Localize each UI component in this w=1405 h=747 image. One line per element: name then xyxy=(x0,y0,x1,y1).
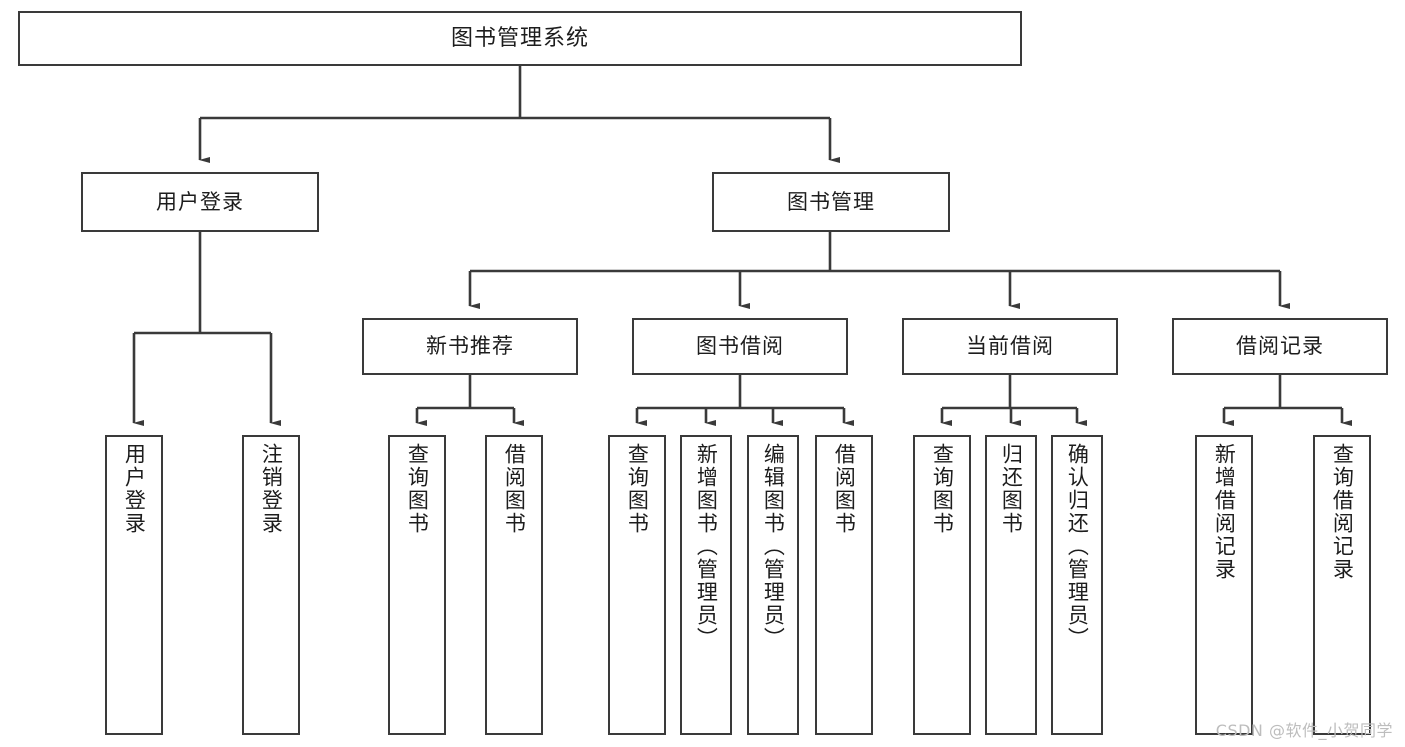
leaf-query-book-borrow[interactable]: 查询图书 xyxy=(608,435,666,735)
leaf-query-book-newbook[interactable]: 查询图书 xyxy=(388,435,446,735)
leaf-borrow-book-label: 借阅图书 xyxy=(832,443,857,535)
leaf-add-borrow-record-label: 新增借阅记录 xyxy=(1212,443,1237,581)
leaf-return-book[interactable]: 归还图书 xyxy=(985,435,1037,735)
node-book-management-label: 图书管理 xyxy=(787,189,875,214)
node-new-book-recommend-label: 新书推荐 xyxy=(426,334,514,359)
node-book-management[interactable]: 图书管理 xyxy=(712,172,950,232)
leaf-edit-book-admin[interactable]: 编辑图书（管理员） xyxy=(747,435,799,735)
node-current-borrow[interactable]: 当前借阅 xyxy=(902,318,1118,375)
node-book-borrow[interactable]: 图书借阅 xyxy=(632,318,848,375)
leaf-query-borrow-record[interactable]: 查询借阅记录 xyxy=(1313,435,1371,735)
leaf-add-book-admin-label: 新增图书（管理员） xyxy=(694,443,719,650)
leaf-edit-book-admin-label: 编辑图书（管理员） xyxy=(761,443,786,650)
leaf-borrow-book[interactable]: 借阅图书 xyxy=(815,435,873,735)
node-book-borrow-label: 图书借阅 xyxy=(696,334,784,359)
node-root-label: 图书管理系统 xyxy=(450,25,589,51)
leaf-user-login-label: 用户登录 xyxy=(122,443,147,535)
node-new-book-recommend[interactable]: 新书推荐 xyxy=(362,318,578,375)
leaf-borrow-book-newbook-label: 借阅图书 xyxy=(502,443,527,535)
leaf-query-borrow-record-label: 查询借阅记录 xyxy=(1330,443,1355,581)
leaf-borrow-book-newbook[interactable]: 借阅图书 xyxy=(485,435,543,735)
node-borrow-record-label: 借阅记录 xyxy=(1236,334,1324,359)
leaf-confirm-return-admin-label: 确认归还（管理员） xyxy=(1065,443,1090,650)
csdn-watermark: CSDN @软件_小贺同学 xyxy=(1215,721,1393,740)
leaf-logout[interactable]: 注销登录 xyxy=(242,435,300,735)
leaf-add-book-admin[interactable]: 新增图书（管理员） xyxy=(680,435,732,735)
leaf-query-book-current-label: 查询图书 xyxy=(930,443,955,535)
leaf-logout-label: 注销登录 xyxy=(259,443,284,535)
node-root[interactable]: 图书管理系统 xyxy=(18,11,1022,66)
leaf-confirm-return-admin[interactable]: 确认归还（管理员） xyxy=(1051,435,1103,735)
node-user-login[interactable]: 用户登录 xyxy=(81,172,319,232)
node-current-borrow-label: 当前借阅 xyxy=(966,334,1054,359)
leaf-user-login[interactable]: 用户登录 xyxy=(105,435,163,735)
node-borrow-record[interactable]: 借阅记录 xyxy=(1172,318,1388,375)
leaf-add-borrow-record[interactable]: 新增借阅记录 xyxy=(1195,435,1253,735)
leaf-query-book-newbook-label: 查询图书 xyxy=(405,443,430,535)
node-user-login-label: 用户登录 xyxy=(156,189,244,214)
leaf-query-book-borrow-label: 查询图书 xyxy=(625,443,650,535)
leaf-return-book-label: 归还图书 xyxy=(999,443,1024,535)
leaf-query-book-current[interactable]: 查询图书 xyxy=(913,435,971,735)
